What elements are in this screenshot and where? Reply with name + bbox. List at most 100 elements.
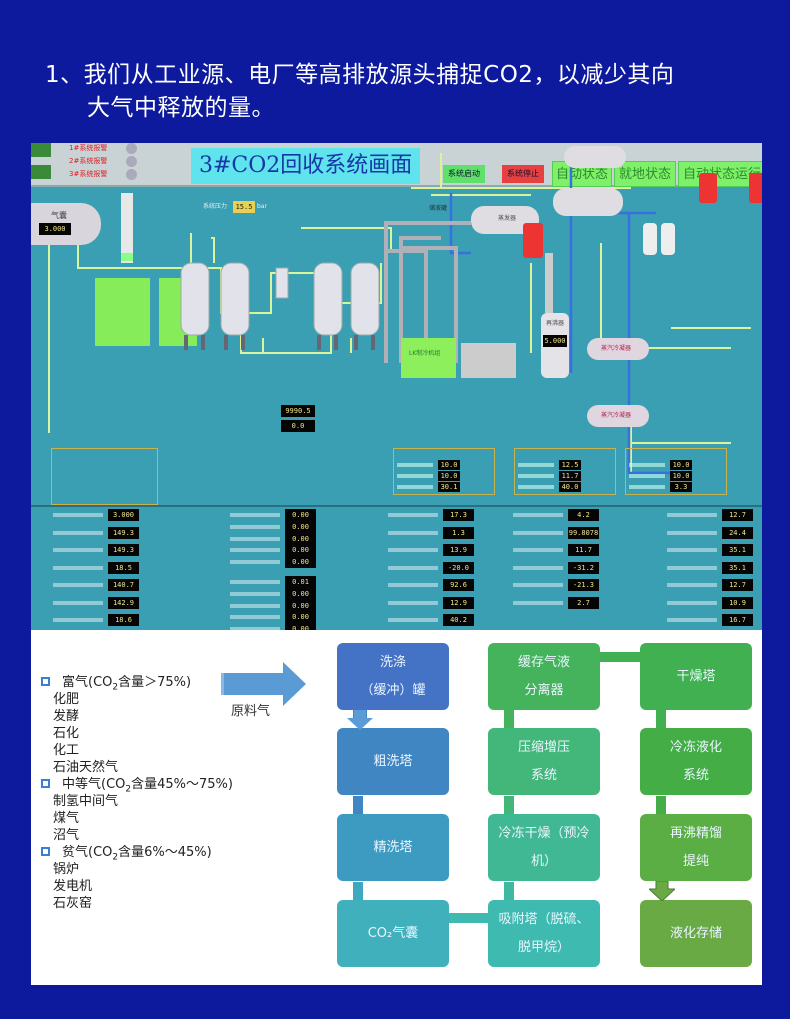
- steam-condenser: [587, 338, 649, 360]
- group-label-sub: 2: [125, 784, 132, 795]
- process-step-text: 脱甲烷）: [517, 939, 570, 955]
- parameter-value: 24.4: [722, 526, 753, 539]
- source-item: 化肥: [53, 692, 80, 707]
- process-step-text: 干燥塔: [676, 668, 716, 684]
- parameter-label: [388, 513, 438, 517]
- connector: [656, 796, 666, 814]
- pressure-value: 15.5: [233, 201, 255, 213]
- process-step: 精洗塔: [337, 814, 449, 881]
- parameter-label: [513, 513, 563, 517]
- parameter-label: [53, 583, 103, 587]
- connector: [353, 796, 363, 814]
- process-step: 粗洗塔: [337, 728, 449, 795]
- parameter-value: -21.3: [568, 579, 599, 591]
- source-group-heading: 中等气(CO2含量45%～75%): [41, 776, 233, 799]
- process-step: 冷冻液化系统: [640, 728, 752, 795]
- readout-label: [629, 485, 665, 489]
- reboiler-label: 再沸器: [546, 320, 565, 327]
- parameter-label: [230, 627, 280, 630]
- group-label: 中等气(CO: [62, 777, 126, 792]
- parameter-value: 35.1: [722, 561, 753, 574]
- process-step: 缓存气液分离器: [488, 643, 600, 710]
- group-label-rest: 含量6%～45%): [118, 845, 212, 860]
- parameter-label: [230, 524, 280, 529]
- parameter-value: 149.3: [108, 526, 139, 539]
- heading-line-2: 大气中释放的量。: [87, 95, 275, 121]
- process-step: 干燥塔: [640, 643, 752, 710]
- readout-value: 40.0: [559, 482, 581, 492]
- parameter-label: [230, 591, 280, 596]
- process-step: 冷冻干燥（预冷机）: [488, 814, 600, 881]
- system-start-button[interactable]: 系统启动: [443, 165, 485, 183]
- alarm-label: 1#系统报警: [69, 144, 108, 152]
- parameter-label: [667, 530, 717, 535]
- readout-label: [518, 463, 554, 467]
- readout-value: 10.0: [438, 471, 460, 481]
- readout-label: [397, 485, 433, 489]
- evaporator: [471, 206, 539, 234]
- parameter-label: [513, 583, 563, 587]
- parameter-value: 142.9: [108, 596, 139, 609]
- heading-line-1: 1、我们从工业源、电厂等高排放源头捕捉CO2，以减少其向: [45, 62, 675, 88]
- readout-label: [518, 485, 554, 489]
- parameter-value: 0.00: [285, 611, 316, 624]
- reboiler-value: 5.000: [543, 335, 567, 347]
- alarm-label: 3#系统报警: [69, 170, 108, 178]
- parameter-label: [230, 536, 280, 541]
- parameter-value: 40.2: [443, 614, 474, 626]
- gas-tank-value: 3.000: [39, 223, 71, 235]
- parameter-label: [388, 618, 438, 622]
- parameter-value: 18.6: [108, 614, 139, 626]
- parameter-value: 0.00: [285, 532, 316, 545]
- condenser-label: 蒸汽冷凝器: [601, 345, 632, 352]
- parameter-value: 1.3: [443, 526, 474, 539]
- parameter-label: [513, 600, 563, 605]
- process-step-text: 吸附塔（脱硫、: [498, 911, 590, 927]
- parameter-value: -31.2: [568, 561, 599, 574]
- alarm-lamp-icon: [126, 169, 137, 180]
- adsorption-towers: [180, 262, 380, 336]
- parameter-value: 149.3: [108, 544, 139, 556]
- source-item: 发电机: [53, 879, 93, 894]
- readout-label: [629, 463, 665, 467]
- parameter-label: [667, 583, 717, 587]
- parameter-value: 10.9: [722, 596, 753, 609]
- process-step-text: 冷冻干燥（预冷: [498, 825, 590, 841]
- parameter-value: 12.9: [443, 596, 474, 609]
- process-step-text: 再沸精馏: [669, 825, 722, 841]
- readout-label: [397, 474, 433, 478]
- down-arrow-icon: [647, 880, 677, 905]
- gas-tank-label: 气囊: [51, 211, 67, 220]
- checkbox-icon: [41, 779, 50, 788]
- indicator: [31, 165, 51, 179]
- connector: [449, 913, 488, 923]
- liquid-tank-label: 储液罐: [429, 205, 448, 212]
- feed-gas-label: 原料气: [231, 704, 271, 719]
- process-step: 液化存储: [640, 900, 752, 967]
- blue-pipes: [449, 153, 671, 475]
- source-item: 锅炉: [53, 862, 80, 877]
- parameter-label: [513, 530, 563, 535]
- parameter-label: [667, 513, 717, 517]
- parameter-value: 0.00: [285, 509, 316, 521]
- group-label-rest: 含量45%～75%): [131, 777, 233, 792]
- parameter-value: 18.5: [108, 561, 139, 574]
- parameter-label: [388, 600, 438, 605]
- parameter-value: 0.00: [285, 520, 316, 533]
- status-local[interactable]: 就地状态: [614, 161, 676, 187]
- source-item: 沼气: [53, 828, 80, 843]
- pump-panel: [51, 448, 158, 505]
- process-step-text: 系统: [682, 767, 709, 783]
- readout-value: 11.7: [559, 471, 581, 481]
- system-stop-button[interactable]: 系统停止: [502, 165, 544, 183]
- readout-value: 30.1: [438, 482, 460, 492]
- parameter-label: [667, 618, 717, 622]
- parameter-label: [230, 580, 280, 584]
- status-auto-run[interactable]: 自动状态运行: [678, 161, 762, 187]
- process-step: 洗涤（缓冲）罐: [337, 643, 449, 710]
- parameter-value: 13.9: [443, 544, 474, 556]
- source-group-heading: 富气(CO2含量＞75%): [41, 674, 191, 697]
- readout-label: [397, 463, 433, 467]
- alarm-label: 2#系统报警: [69, 157, 108, 165]
- process-step-text: 缓存气液: [517, 654, 570, 670]
